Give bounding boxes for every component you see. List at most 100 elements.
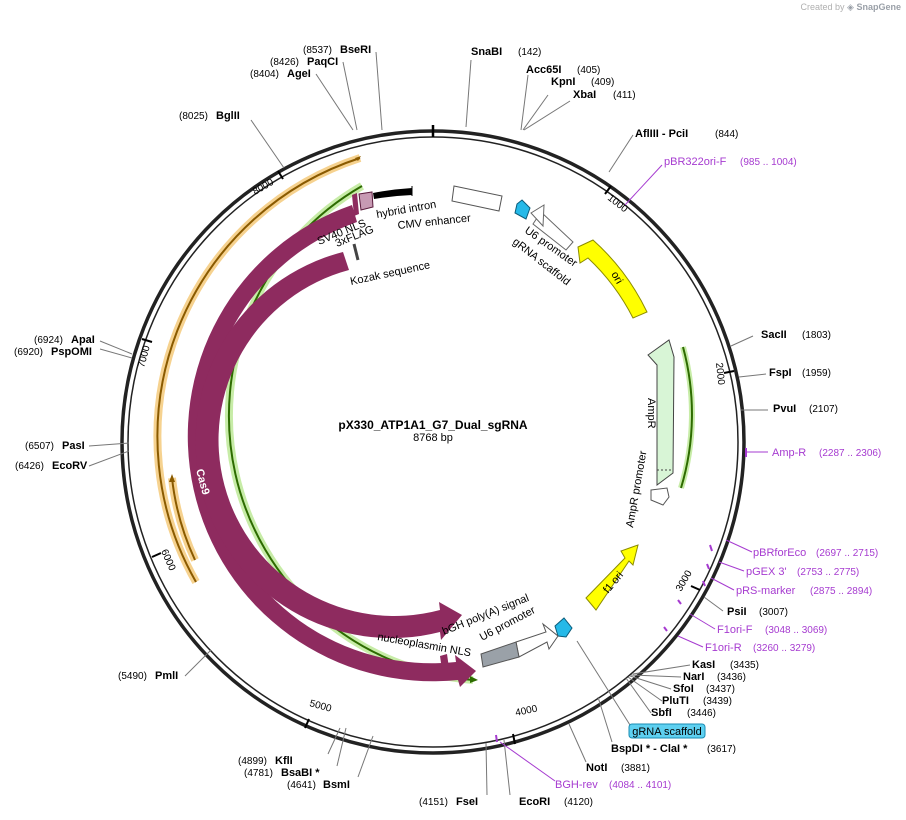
svg-text:PsiI: PsiI bbox=[727, 606, 747, 618]
svg-text:KasI: KasI bbox=[692, 659, 715, 671]
enzyme-pmli: (5490) PmlI bbox=[118, 670, 178, 682]
svg-text:pRS-marker: pRS-marker bbox=[736, 585, 796, 597]
svg-text:(1803): (1803) bbox=[802, 330, 831, 341]
svg-text:ApaI: ApaI bbox=[71, 334, 95, 346]
svg-text:PspOMI: PspOMI bbox=[51, 346, 92, 358]
svg-text:KflI: KflI bbox=[275, 755, 293, 767]
svg-text:(4120): (4120) bbox=[564, 797, 593, 808]
primer-labels: pBR322ori-F (985 .. 1004) Amp-R(2287 .. 2… bbox=[555, 156, 881, 791]
svg-text:NarI: NarI bbox=[683, 671, 704, 683]
svg-text:(2697 .. 2715): (2697 .. 2715) bbox=[816, 548, 878, 559]
svg-text:EcoRI: EcoRI bbox=[519, 796, 550, 808]
svg-text:BsmI: BsmI bbox=[323, 779, 350, 791]
svg-text:(2875 .. 2894): (2875 .. 2894) bbox=[810, 586, 872, 597]
svg-text:(3435): (3435) bbox=[730, 660, 759, 671]
f1-ori-feature bbox=[585, 544, 639, 611]
svg-text:PasI: PasI bbox=[62, 440, 85, 452]
tick-label-8000: 8000 bbox=[251, 177, 276, 198]
enzyme-kpni: KpnI (409) bbox=[551, 76, 614, 88]
primer-amp-r: Amp-R(2287 .. 2306) bbox=[772, 447, 881, 459]
svg-text:(3437): (3437) bbox=[706, 684, 735, 695]
svg-text:pBR322ori-F: pBR322ori-F bbox=[664, 156, 727, 168]
enzyme-bspdi-clai: BspDI * - ClaI *(3617) bbox=[611, 743, 736, 755]
primer-prs-marker: pRS-marker (2875 .. 2894) bbox=[736, 585, 872, 597]
svg-text:BGH-rev: BGH-rev bbox=[555, 779, 598, 791]
svg-text:(985 .. 1004): (985 .. 1004) bbox=[740, 157, 797, 168]
sv40-nls-feature bbox=[352, 193, 359, 216]
svg-text:(3617): (3617) bbox=[707, 744, 736, 755]
enzyme-pvui: PvuI(2107) bbox=[773, 403, 838, 415]
ampr-feature bbox=[647, 339, 675, 486]
label-kozak: Kozak sequence bbox=[349, 259, 431, 288]
snapgene-credit: Created by ◈ SnapGene bbox=[801, 2, 902, 13]
label-nucleoplasmin-nls: nucleoplasmin NLS bbox=[376, 631, 471, 659]
enzyme-bsmi: (4641)BsmI bbox=[287, 779, 350, 791]
tick-label-2000: 2000 bbox=[713, 362, 726, 386]
tick-8000 bbox=[277, 170, 284, 180]
svg-text:FspI: FspI bbox=[769, 367, 792, 379]
tick-label-4000: 4000 bbox=[514, 703, 538, 718]
tick-label-3000: 3000 bbox=[674, 568, 695, 593]
svg-text:(3048 .. 3069): (3048 .. 3069) bbox=[765, 625, 827, 636]
enzyme-noti: NotI(3881) bbox=[586, 762, 650, 774]
svg-text:(8426): (8426) bbox=[270, 57, 299, 68]
svg-text:PluTI: PluTI bbox=[662, 695, 689, 707]
enzyme-xbai: XbaI(411) bbox=[573, 89, 636, 101]
tick-label-5000: 5000 bbox=[308, 698, 333, 714]
label-f1-ori: f1 ori bbox=[601, 569, 626, 595]
svg-text:PaqCI: PaqCI bbox=[307, 56, 338, 68]
svg-text:Amp-R: Amp-R bbox=[772, 447, 806, 459]
primer-f1ori-f: F1ori-F (3048 .. 3069) bbox=[717, 624, 827, 636]
primer-pbrforeco: pBRforEco (2697 .. 2715) bbox=[753, 547, 878, 559]
svg-text:(1959): (1959) bbox=[802, 368, 831, 379]
label-ori: ori bbox=[608, 270, 625, 287]
plasmid-size: 8768 bp bbox=[413, 432, 453, 444]
enzyme-bseri: (8537)BseRI bbox=[303, 44, 371, 56]
svg-text:F1ori-R: F1ori-R bbox=[705, 642, 742, 654]
svg-text:(3446): (3446) bbox=[687, 708, 716, 719]
snapgene-logo-icon: ◈ bbox=[847, 2, 854, 12]
enzyme-ecori: EcoRI (4120) bbox=[519, 796, 593, 808]
enzyme-kfli: (4899)KflI bbox=[238, 755, 293, 767]
enzyme-sacii: SacII(1803) bbox=[761, 329, 831, 341]
tick-5000 bbox=[304, 718, 310, 729]
svg-text:(4781): (4781) bbox=[244, 768, 273, 779]
svg-text:F1ori-F: F1ori-F bbox=[717, 624, 753, 636]
svg-text:BglII: BglII bbox=[216, 110, 240, 122]
enzyme-kasi: KasI (3435) bbox=[692, 659, 759, 671]
enzyme-leader-lines bbox=[88, 51, 768, 796]
svg-text:PmlI: PmlI bbox=[155, 670, 178, 682]
label-cas9-inner: Cas9 bbox=[246, 454, 262, 482]
tick-marks bbox=[141, 170, 735, 745]
svg-text:(5490): (5490) bbox=[118, 671, 147, 682]
enzyme-apai: (6924)ApaI bbox=[34, 334, 95, 346]
svg-text:(3436): (3436) bbox=[717, 672, 746, 683]
enzyme-bglii: (8025)BglII bbox=[179, 110, 240, 122]
highlight-leader-line bbox=[576, 640, 631, 726]
orf-green-arrow-icon bbox=[470, 676, 478, 683]
svg-text:AgeI: AgeI bbox=[287, 68, 311, 80]
enzyme-fsei: (4151)FseI bbox=[419, 796, 478, 808]
svg-text:KpnI: KpnI bbox=[551, 76, 575, 88]
tick-labels: 1000 2000 3000 4000 5000 6000 7000 8000 bbox=[136, 177, 726, 719]
primer-f1ori-r: F1ori-R(3260 .. 3279) bbox=[705, 642, 815, 654]
orf-orange-inner-line bbox=[171, 477, 196, 561]
enzyme-snabi: SnaBI (142) bbox=[471, 46, 541, 58]
svg-text:pBRforEco: pBRforEco bbox=[753, 547, 806, 559]
tick-7000 bbox=[141, 338, 153, 343]
svg-text:FseI: FseI bbox=[456, 796, 478, 808]
u6-promoter-top-feature bbox=[514, 199, 531, 220]
svg-text:PvuI: PvuI bbox=[773, 403, 796, 415]
orf-orange-arrow-icon bbox=[355, 156, 361, 161]
svg-text:XbaI: XbaI bbox=[573, 89, 596, 101]
grna-scaffold-top-arrow-icon bbox=[530, 204, 545, 228]
primer-leader-lines bbox=[495, 164, 768, 782]
svg-text:SnaBI: SnaBI bbox=[471, 46, 502, 58]
svg-text:(142): (142) bbox=[518, 47, 541, 58]
enzyme-acc65i: Acc65I(405) bbox=[526, 64, 600, 76]
orf-orange-arrow2-icon bbox=[169, 474, 175, 482]
grna-scaffold-highlight-label: gRNA scaffold bbox=[632, 726, 702, 738]
svg-text:AflIII - PciI: AflIII - PciI bbox=[635, 128, 688, 140]
svg-text:(3881): (3881) bbox=[621, 763, 650, 774]
svg-text:(409): (409) bbox=[591, 77, 614, 88]
